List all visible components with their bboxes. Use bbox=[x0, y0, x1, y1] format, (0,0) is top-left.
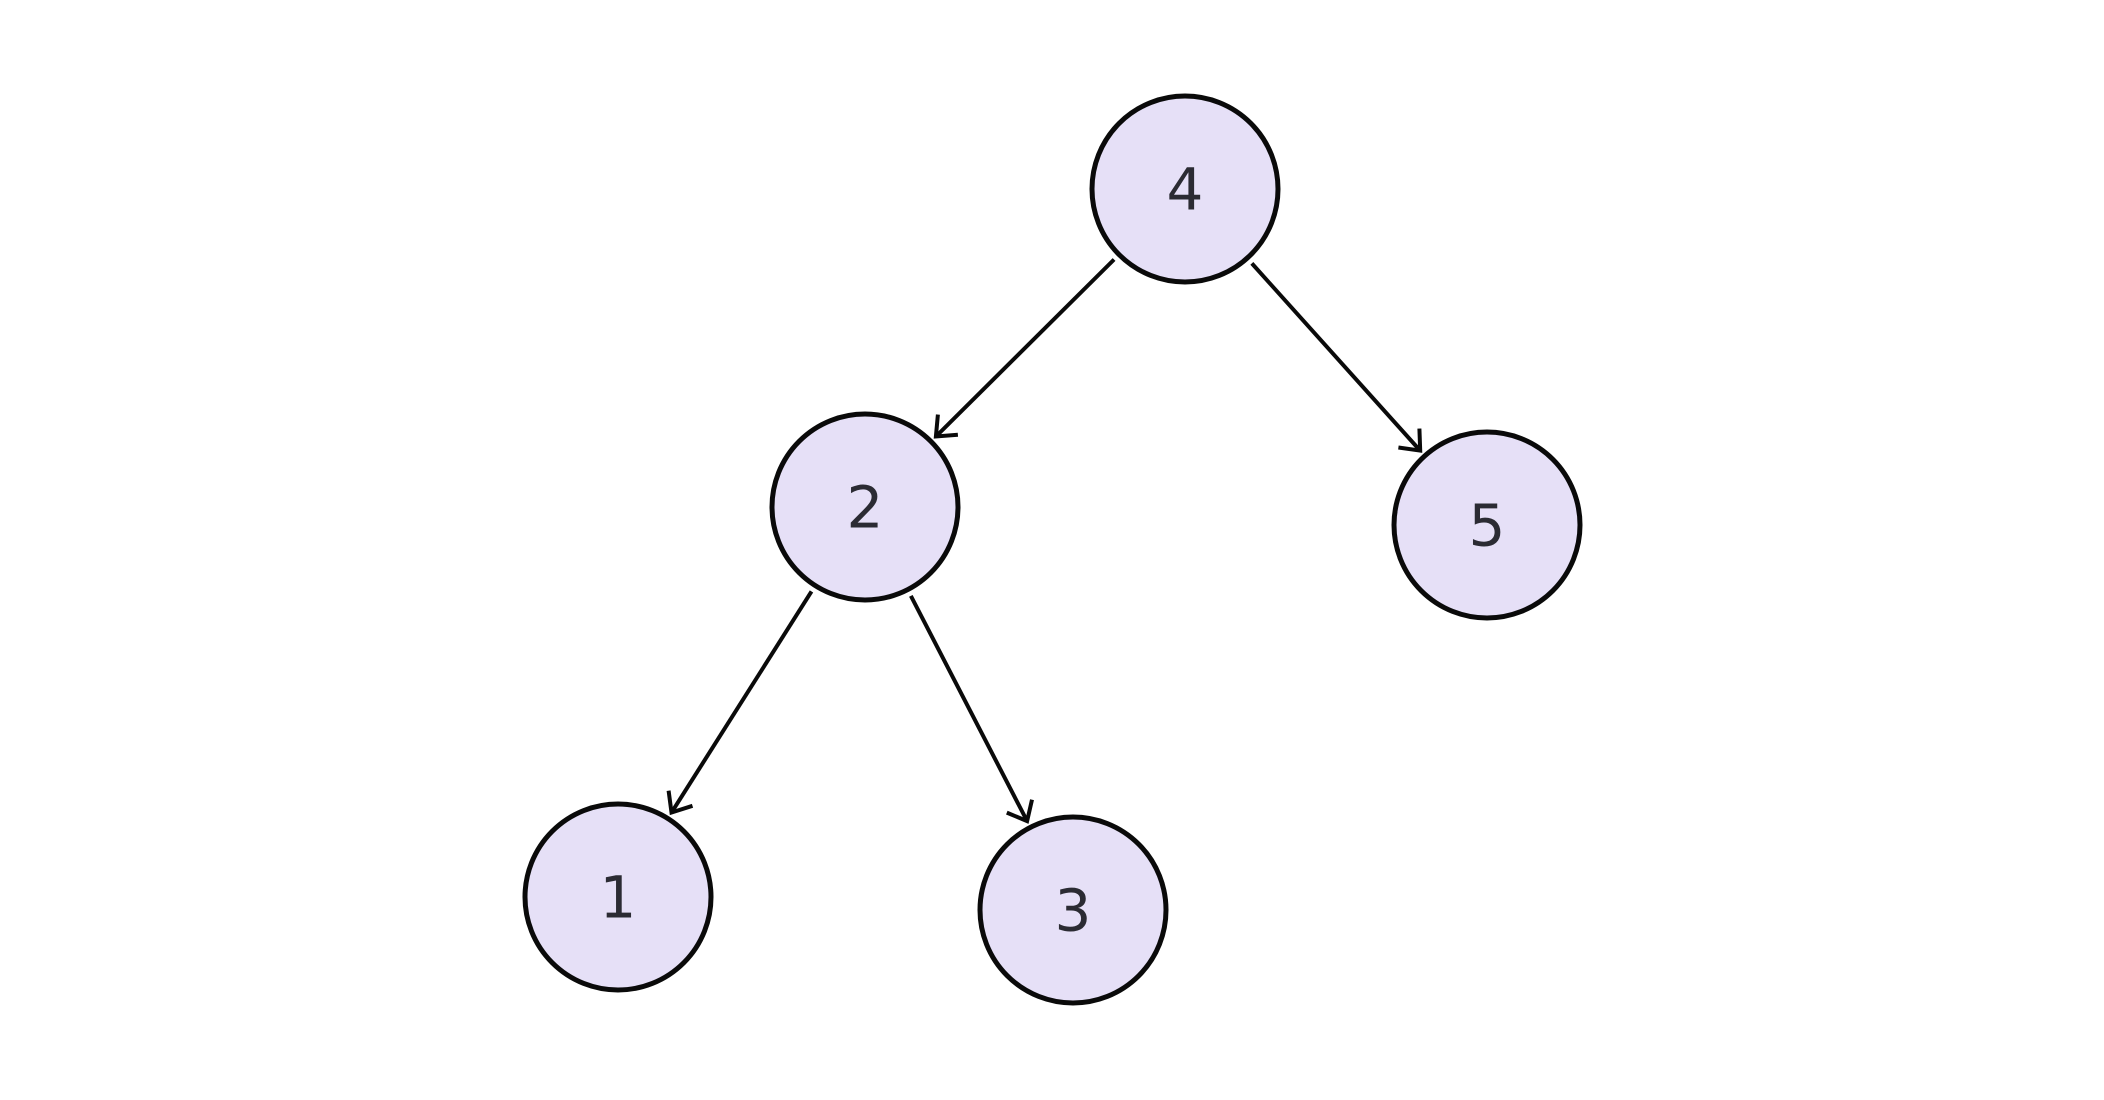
tree-node-label-4: 4 bbox=[1167, 155, 1204, 223]
tree-edge-arrowhead-icon bbox=[666, 790, 694, 816]
tree-edge-2-3 bbox=[909, 594, 1029, 823]
tree-node-3 bbox=[977, 814, 1169, 1006]
tree-edge-arrowhead-icon bbox=[1006, 799, 1034, 824]
tree-node-label-5: 5 bbox=[1469, 491, 1506, 559]
tree-node-label-1: 1 bbox=[600, 863, 637, 931]
tree-node-1 bbox=[522, 801, 714, 993]
tree-edge-arrowhead-icon bbox=[1398, 428, 1423, 453]
tree-node-label-2: 2 bbox=[847, 473, 884, 541]
tree-edge-4-5 bbox=[1250, 262, 1422, 452]
tree-edge-2-1 bbox=[669, 590, 814, 814]
tree-edge-4-2 bbox=[934, 258, 1116, 438]
tree-edge-arrowhead-icon bbox=[933, 414, 959, 439]
tree-node-label-3: 3 bbox=[1055, 876, 1092, 944]
tree-node-5 bbox=[1391, 429, 1583, 621]
tree-node-2 bbox=[769, 411, 961, 603]
tree-node-4 bbox=[1089, 93, 1281, 285]
